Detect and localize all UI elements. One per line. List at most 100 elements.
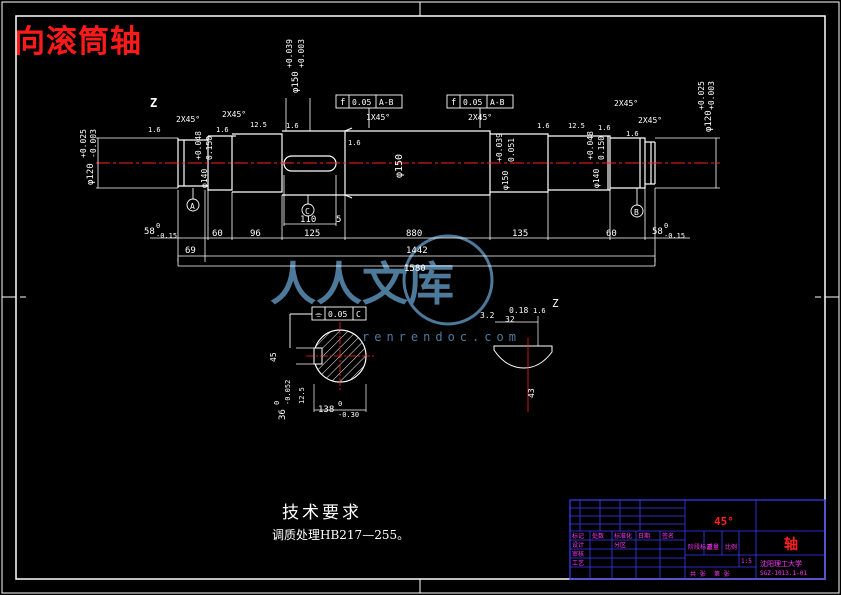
watermark-sub: renrendoc.com	[362, 330, 521, 344]
seat-right-upper: +0.048	[586, 131, 595, 160]
drawing-title: 向滚筒轴	[14, 24, 142, 60]
roughness-label: 12.5	[250, 121, 267, 129]
fcf-right-value: 0.05	[463, 98, 482, 107]
fcf-right-datum: A-B	[490, 98, 505, 107]
seat-right-lower: 0.150	[597, 136, 606, 160]
roughness-label: 1.6	[148, 126, 161, 134]
dim-1580: 1580	[404, 264, 426, 274]
datum-a: A	[190, 202, 195, 211]
seat-mid-lower: 0.051	[507, 138, 516, 162]
top-dia-upper: +0.039	[285, 39, 294, 68]
section-key: 36	[278, 409, 288, 420]
fcf-section-datum: C	[356, 310, 361, 319]
dim-110: 110	[300, 215, 316, 225]
tb-cell: 分区	[614, 541, 626, 549]
seat-left-upper: +0.048	[194, 131, 203, 160]
dim-1442: 1442	[406, 246, 428, 256]
tb-cell: 处数	[592, 532, 604, 540]
section-key-upper: 0	[273, 401, 281, 405]
tb-cell: 比例	[725, 543, 737, 551]
roughness-label: 1.6	[216, 126, 229, 134]
fcf-right-symbol: f	[451, 98, 456, 108]
dim-58-left: 58	[144, 227, 155, 237]
roughness-label: 3.2	[480, 311, 495, 320]
tb-cell: 第 张	[714, 570, 730, 578]
tb-cell: 日期	[638, 532, 650, 540]
roughness-label: 12.5	[568, 122, 585, 130]
top-dia-lower: +0.003	[297, 39, 306, 68]
tb-cell: 重量	[707, 543, 719, 551]
title-block	[569, 499, 826, 580]
seat-mid-upper: +0.039	[495, 133, 504, 162]
tb-cell: 阶段标记	[688, 543, 712, 551]
chamfer-label: 2X45°	[176, 115, 200, 124]
dimension-lines	[96, 98, 720, 267]
tb-school: 沈阳理工大学	[760, 559, 802, 568]
dim-5: 5	[336, 215, 341, 225]
watermark: 人人文库 renrendoc.com	[270, 234, 521, 344]
section-d138-upper: 0	[338, 400, 342, 408]
dim-58-left-lower: -0.15	[156, 232, 177, 240]
section-d138-lower: -0.30	[338, 411, 359, 419]
section-d32: 32	[505, 315, 515, 324]
section-view	[296, 322, 374, 412]
tb-scale: 1:5	[741, 558, 752, 565]
section-d138: 138	[318, 405, 334, 415]
chamfer-label: 2X45°	[614, 99, 638, 108]
chamfer-label: 2X45°	[222, 110, 246, 119]
detail-z	[493, 316, 553, 412]
detail-d43: 43	[527, 388, 536, 398]
chamfer-label: 2X45°	[468, 113, 492, 122]
detail-d018: 0.18	[509, 306, 528, 315]
z-label: Z	[150, 96, 157, 110]
requirements-line: 调质处理HB217—255。	[272, 528, 410, 542]
seat-mid-dia: φ150	[501, 171, 510, 190]
tb-cell: 设计	[572, 541, 584, 549]
section-key-lower: -0.052	[284, 380, 292, 405]
dim-58-left-upper: 0	[156, 222, 160, 230]
tb-part-name: 轴	[784, 536, 798, 553]
seat-left-lower: 0.150	[205, 136, 214, 160]
tb-cell: 共 张	[690, 570, 706, 578]
left-dia-lower: -0.003	[89, 129, 98, 158]
roughness-label: 1.6	[348, 139, 361, 147]
tb-cell: 工艺	[572, 559, 584, 567]
tb-material: 45°	[714, 515, 734, 528]
datum-c: C	[305, 207, 310, 216]
dim-58-right-lower: -0.15	[664, 232, 685, 240]
fcf-section-symbol: ⌯	[315, 310, 323, 320]
center-dia: φ150	[394, 154, 405, 178]
tb-cell: 签名	[662, 532, 674, 540]
z-label: Z	[552, 297, 559, 310]
left-dia: φ120	[86, 163, 96, 185]
right-dia-lower: +0.003	[707, 81, 716, 110]
roughness-label: 1.6	[286, 122, 299, 130]
fcf-left-symbol: f	[340, 98, 345, 108]
fcf-section-value: 0.05	[328, 310, 347, 319]
top-dia: φ150	[291, 71, 301, 93]
left-dia-upper: +0.025	[79, 129, 88, 158]
chamfer-label: 1X45°	[366, 113, 390, 122]
dim-58-right-upper: 0	[664, 222, 668, 230]
watermark-main: 人人文库	[270, 257, 454, 311]
dim-96: 96	[250, 229, 261, 239]
section-d45: 45	[269, 352, 278, 362]
tb-cell: 审核	[572, 550, 584, 558]
dim-135: 135	[512, 229, 528, 239]
roughness-label: 1.6	[626, 130, 639, 138]
tb-cell: 标记	[572, 532, 584, 540]
fcf-frames	[289, 94, 514, 348]
dim-125: 125	[304, 229, 320, 239]
dim-880: 880	[406, 229, 422, 239]
roughness-label: 1.6	[537, 122, 550, 130]
dim-60-left: 60	[212, 229, 223, 239]
dim-60-right: 60	[606, 229, 617, 239]
fcf-left-datum: A-B	[379, 98, 394, 107]
roughness-label: 1.6	[533, 307, 546, 315]
fcf-left-value: 0.05	[352, 98, 371, 107]
right-dia-upper: +0.025	[697, 81, 706, 110]
requirements-title: 技术要求	[282, 503, 362, 523]
dim-58-right: 58	[652, 227, 663, 237]
